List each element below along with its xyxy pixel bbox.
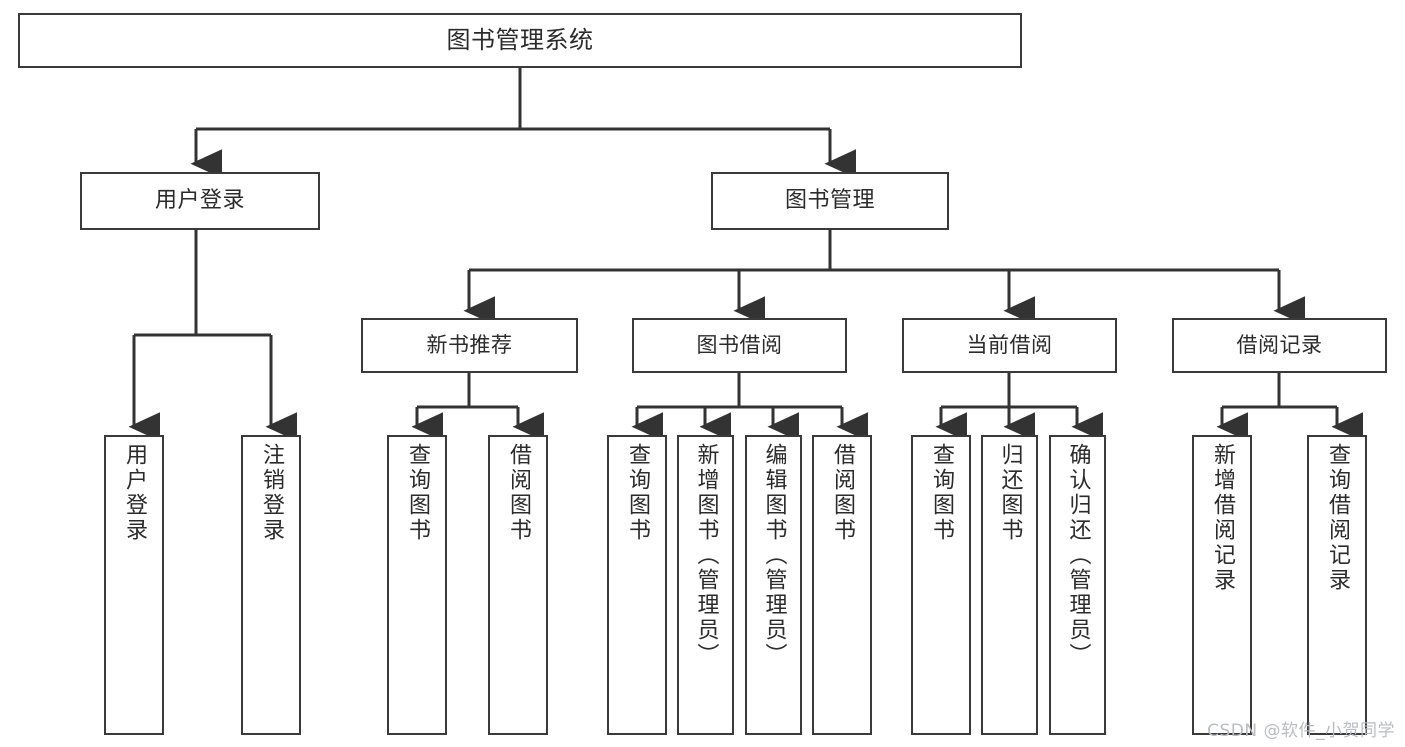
node-label: 图书管理系统 [446, 25, 594, 54]
node-book-borrow[interactable]: 图书借阅 [632, 318, 847, 373]
node-label: 注销登录 [259, 443, 284, 543]
leaf-recommend-query-book[interactable]: 查询图书 [387, 435, 447, 735]
leaf-borrow-borrow-book[interactable]: 借阅图书 [812, 435, 872, 735]
leaf-record-add-record[interactable]: 新增借阅记录 [1192, 435, 1252, 735]
leaf-user-login-login[interactable]: 用户登录 [104, 435, 164, 735]
leaf-current-return-book[interactable]: 归还图书 [981, 435, 1038, 735]
node-root-system[interactable]: 图书管理系统 [18, 13, 1022, 68]
node-label: 借阅记录 [1236, 333, 1323, 358]
node-new-book-recommend[interactable]: 新书推荐 [361, 318, 578, 373]
node-label: 查询图书 [405, 443, 430, 543]
leaf-borrow-query-book[interactable]: 查询图书 [607, 435, 667, 735]
node-current-borrow[interactable]: 当前借阅 [902, 318, 1117, 373]
leaf-current-query-book[interactable]: 查询图书 [911, 435, 971, 735]
node-label: 图书借阅 [696, 333, 783, 358]
node-label: 查询图书 [625, 443, 650, 543]
leaf-borrow-edit-book-admin[interactable]: 编辑图书（管理员） [745, 435, 802, 735]
node-label: 借阅图书 [830, 443, 855, 543]
node-label: 用户登录 [122, 443, 147, 543]
node-label: 新增图书（管理员） [693, 443, 719, 668]
node-label: 新增借阅记录 [1210, 443, 1235, 593]
leaf-current-confirm-return-admin[interactable]: 确认归还（管理员） [1049, 435, 1106, 735]
leaf-recommend-borrow-book[interactable]: 借阅图书 [488, 435, 548, 735]
node-borrow-record[interactable]: 借阅记录 [1172, 318, 1387, 373]
node-book-management[interactable]: 图书管理 [711, 172, 949, 230]
node-label: 查询借阅记录 [1325, 443, 1350, 593]
leaf-user-login-logout[interactable]: 注销登录 [241, 435, 301, 735]
node-user-login[interactable]: 用户登录 [80, 172, 320, 230]
leaf-borrow-add-book-admin[interactable]: 新增图书（管理员） [677, 435, 734, 735]
node-label: 借阅图书 [506, 443, 531, 543]
node-label: 图书管理 [784, 188, 875, 214]
watermark-text: CSDN @软件_小贺同学 [1207, 721, 1395, 741]
node-label: 归还图书 [997, 443, 1023, 543]
node-label: 编辑图书（管理员） [761, 443, 787, 668]
node-label: 用户登录 [154, 188, 245, 214]
leaf-record-query-record[interactable]: 查询借阅记录 [1307, 435, 1367, 735]
node-label: 查询图书 [929, 443, 954, 543]
node-label: 新书推荐 [426, 333, 513, 358]
node-label: 当前借阅 [966, 333, 1053, 358]
node-label: 确认归还（管理员） [1065, 443, 1091, 668]
